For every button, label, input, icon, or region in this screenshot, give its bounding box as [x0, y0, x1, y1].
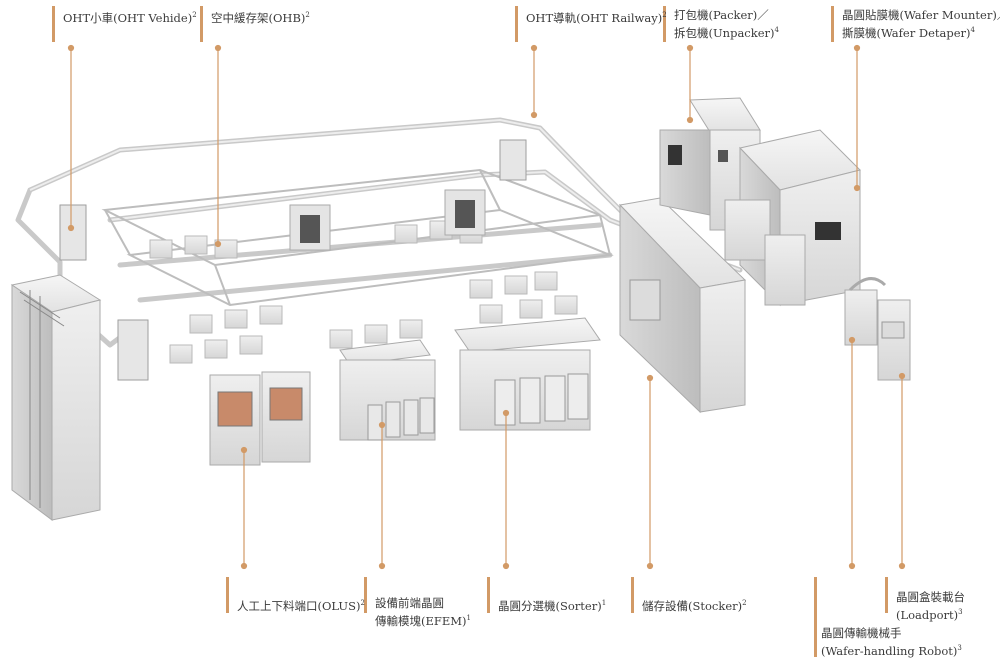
left-cabinet [10, 274, 102, 521]
process-tools [289, 189, 486, 251]
accent-bar-ohb [200, 6, 203, 42]
oht-vehicles [59, 139, 527, 381]
loadport-units [844, 277, 911, 381]
label-packer: 打包機(Packer)／ 拆包機(Unpacker)4 [674, 8, 779, 40]
accent-bar-robot [814, 577, 817, 657]
stocker-unit [618, 197, 747, 414]
accent-bar-sorter [487, 577, 490, 613]
label-robot: 晶圓傳輸機械手 (Wafer-handling Robot)3 [821, 626, 962, 658]
label-sorter: 晶圓分選機(Sorter)1 [498, 599, 607, 613]
ohb-rack [101, 168, 614, 307]
callout-lines [67, 44, 906, 570]
label-olus: 人工上下料端口(OLUS)2 [237, 599, 365, 613]
label-loadport: 晶圓盒裝載台 (Loadport)3 [896, 590, 965, 622]
accent-bar-oht-railway [515, 6, 518, 42]
accent-bar-packer [663, 6, 666, 42]
olus-units [209, 371, 311, 466]
accent-bar-olus [226, 577, 229, 613]
accent-bar-loadport [885, 577, 888, 613]
label-mounter: 晶圓貼膜機(Wafer Mounter)／ 撕膜機(Wafer Detaper)… [842, 8, 1000, 40]
efem-unit [339, 339, 436, 441]
accent-bar-oht-vehicle [52, 6, 55, 42]
wafer-mounter-unit [724, 129, 861, 307]
label-efem: 設備前端晶圓 傳輸模塊(EFEM)1 [375, 596, 471, 628]
label-oht-vehicle: OHT小車(OHT Vehide)2 [63, 11, 197, 25]
accent-bar-mounter [831, 6, 834, 42]
label-oht-railway: OHT導軌(OHT Railway)2 [526, 11, 667, 25]
sorter-unit [454, 317, 601, 431]
accent-bar-efem [364, 577, 367, 613]
accent-bar-stocker [631, 577, 634, 613]
label-ohb: 空中緩存架(OHB)2 [211, 11, 310, 25]
label-stocker: 儲存設備(Stocker)2 [642, 599, 747, 613]
